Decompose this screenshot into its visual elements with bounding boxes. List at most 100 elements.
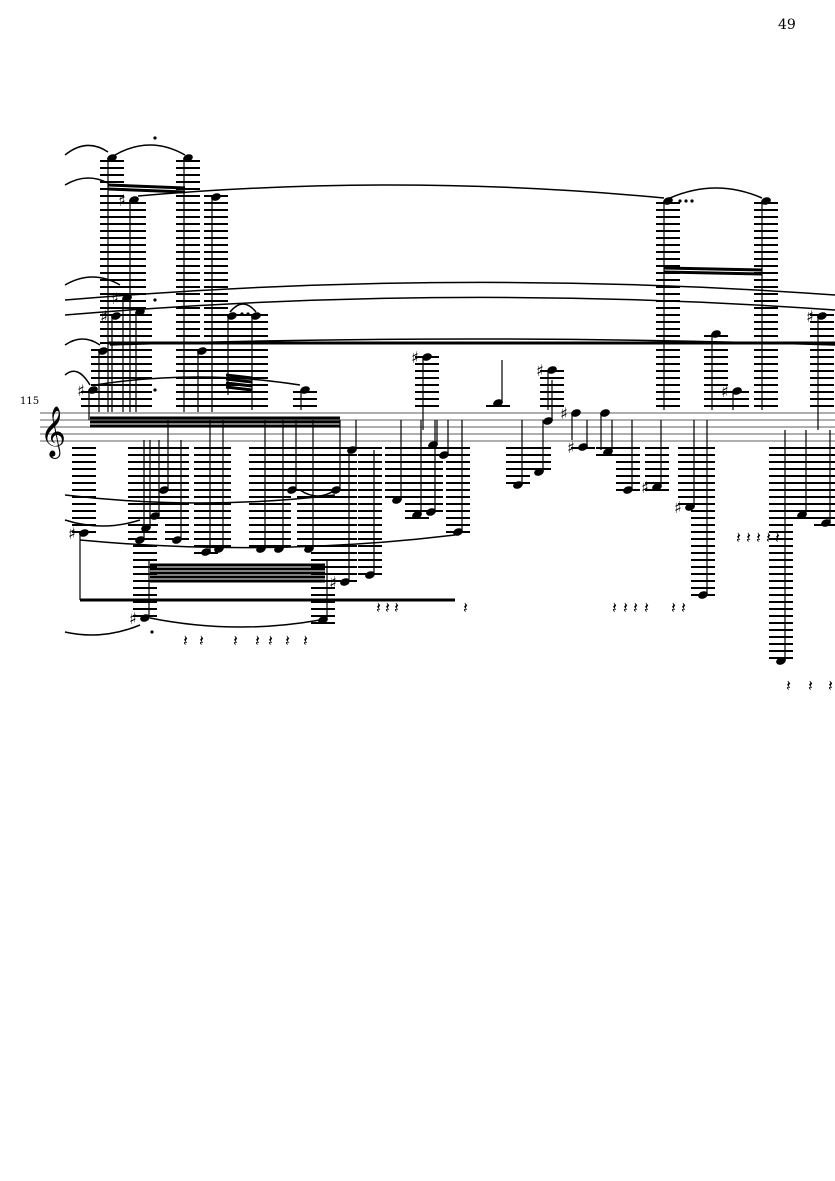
- notehead: [711, 330, 721, 338]
- beam: [107, 183, 186, 190]
- notehead: [652, 483, 662, 491]
- augmentation-dot: [153, 388, 157, 392]
- sharp-icon: ♯: [68, 524, 76, 543]
- notehead: [211, 193, 221, 201]
- beam: [225, 385, 253, 392]
- rests: 𝄽𝄽𝄽𝄽𝄽𝄽𝄽𝄽𝄽𝄽𝄽𝄽𝄽𝄽𝄽𝄽𝄽𝄽𝄽𝄽𝄽𝄽𝄽𝄽𝄽: [183, 528, 833, 695]
- notehead: [300, 386, 310, 394]
- notehead: [821, 519, 831, 527]
- notehead: [428, 441, 438, 449]
- slur: [64, 624, 141, 636]
- sharp-icon: ♯: [329, 573, 337, 592]
- notehead: [453, 528, 463, 536]
- notehead: [251, 312, 261, 320]
- notes: ♯♯♯♯♯♯♯♯♯♯♯♯♯♯♯: [68, 136, 831, 665]
- notehead: [304, 545, 314, 553]
- slur: [64, 370, 91, 386]
- quarter-rest-icon: 𝄽: [268, 631, 273, 650]
- beam: [225, 377, 253, 384]
- slurs: [64, 144, 835, 636]
- treble-clef-icon: 𝄞: [40, 406, 66, 459]
- notehead: [274, 545, 284, 553]
- notehead: [135, 308, 145, 316]
- quarter-rest-icon: 𝄽: [671, 598, 676, 617]
- notehead: [340, 578, 350, 586]
- quarter-rest-icon: 𝄽: [786, 676, 791, 695]
- sharp-icon: ♯: [536, 361, 544, 380]
- slur: [669, 187, 763, 199]
- quarter-rest-icon: 𝄽: [644, 598, 649, 617]
- measure-number: 115: [20, 396, 40, 407]
- augmentation-dot: [246, 312, 250, 316]
- quarter-rest-icon: 𝄽: [376, 598, 381, 617]
- quarter-rest-icon: 𝄽: [681, 598, 686, 617]
- notehead: [547, 366, 557, 374]
- slur: [64, 296, 835, 316]
- quarter-rest-icon: 𝄽: [285, 631, 290, 650]
- notehead: [150, 512, 160, 520]
- notehead: [365, 571, 375, 579]
- notehead: [817, 312, 827, 320]
- quarter-rest-icon: 𝄽: [623, 598, 628, 617]
- augmentation-dot: [684, 199, 688, 203]
- quarter-rest-icon: 𝄽: [183, 631, 188, 650]
- ledger-lines: [72, 160, 835, 659]
- notehead: [331, 486, 341, 494]
- notehead: [122, 294, 132, 302]
- notehead: [571, 409, 581, 417]
- sharp-icon: ♯: [806, 307, 814, 326]
- notehead: [412, 511, 422, 519]
- beam: [225, 381, 253, 388]
- slur: [64, 494, 336, 504]
- slur: [64, 519, 141, 527]
- slur: [79, 534, 456, 549]
- slur: [64, 338, 101, 346]
- slur: [64, 276, 121, 286]
- notehead: [88, 386, 98, 394]
- quarter-rest-icon: 𝄽: [746, 528, 751, 547]
- quarter-rest-icon: 𝄽: [612, 598, 617, 617]
- quarter-rest-icon: 𝄽: [463, 598, 468, 617]
- slur: [64, 177, 109, 186]
- slur: [149, 617, 321, 628]
- notehead: [603, 448, 613, 456]
- sharp-icon: ♯: [674, 498, 682, 517]
- notehead: [227, 312, 237, 320]
- notehead: [732, 387, 742, 395]
- notehead: [140, 614, 150, 622]
- notehead: [600, 409, 610, 417]
- quarter-rest-icon: 𝄽: [828, 676, 833, 695]
- quarter-rest-icon: 𝄽: [775, 528, 780, 547]
- notehead: [256, 545, 266, 553]
- sharp-icon: ♯: [567, 438, 575, 457]
- notehead: [578, 443, 588, 451]
- notehead: [623, 486, 633, 494]
- notehead: [685, 503, 695, 511]
- augmentation-dot: [690, 199, 694, 203]
- notehead: [513, 481, 523, 489]
- quarter-rest-icon: 𝄽: [199, 631, 204, 650]
- notehead: [439, 451, 449, 459]
- notehead: [197, 347, 207, 355]
- page-number: 49: [778, 17, 796, 33]
- notehead: [159, 486, 169, 494]
- notehead: [135, 536, 145, 544]
- augmentation-dot: [153, 298, 157, 302]
- sharp-icon: ♯: [77, 381, 85, 400]
- quarter-rest-icon: 𝄽: [233, 631, 238, 650]
- sharp-icon: ♯: [411, 348, 419, 367]
- beams: [80, 183, 835, 602]
- beam: [663, 270, 763, 276]
- notehead: [183, 154, 193, 162]
- notehead: [698, 591, 708, 599]
- sharp-icon: ♯: [641, 478, 649, 497]
- slur: [114, 144, 186, 156]
- notehead: [392, 496, 402, 504]
- notehead: [214, 545, 224, 553]
- slur: [64, 281, 835, 301]
- notehead: [422, 353, 432, 361]
- quarter-rest-icon: 𝄽: [756, 528, 761, 547]
- quarter-rest-icon: 𝄽: [385, 598, 390, 617]
- quarter-rest-icon: 𝄽: [303, 631, 308, 650]
- notehead: [797, 511, 807, 519]
